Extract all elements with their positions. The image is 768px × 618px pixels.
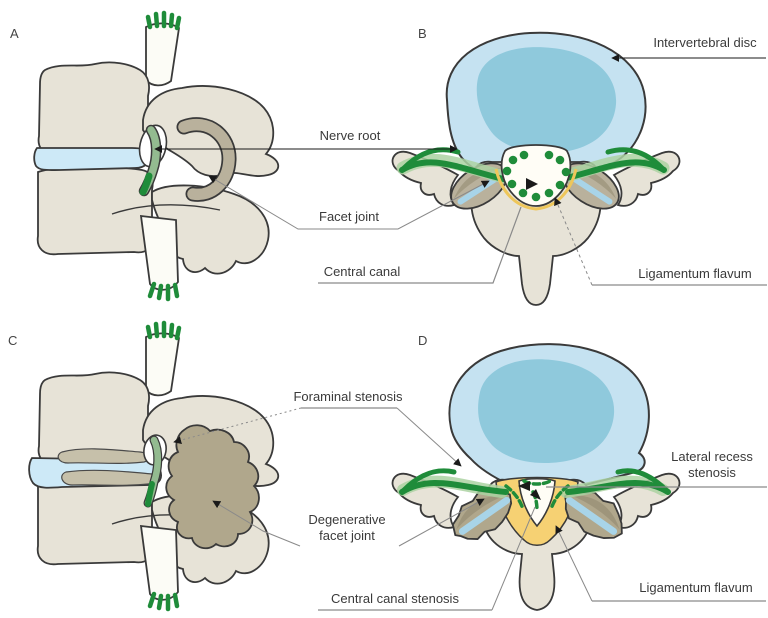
leader-lines <box>154 54 767 611</box>
degenerative-facet-joint-shape <box>165 424 260 550</box>
pinched-nerve-root <box>143 435 163 508</box>
label-lateral-recess-stenosis: Lateral recess stenosis <box>642 449 768 480</box>
label-ligamentum-flavum-d: Ligamentum flavum <box>639 580 753 595</box>
label-foraminal-stenosis: Foraminal stenosis <box>293 389 403 404</box>
osteophyte-lower <box>61 469 158 486</box>
panel-c-lateral-degenerative <box>28 323 278 609</box>
ligamentum-flavum-line <box>494 168 578 211</box>
central-canal-shape <box>500 144 572 207</box>
compression-arrow-left <box>518 481 530 491</box>
panel-letter-c: C <box>8 333 18 348</box>
label-central-canal: Central canal <box>323 264 401 279</box>
label-nerve-root: Nerve root <box>319 128 381 143</box>
label-ligamentum-flavum-b: Ligamentum flavum <box>638 266 752 281</box>
facet-joint-crescent <box>176 117 237 202</box>
osteophyte-upper <box>57 448 150 464</box>
label-degenerative-facet-joint: Degenerative facet joint <box>287 512 407 543</box>
label-degenerative-facet-line2: facet joint <box>319 527 375 543</box>
compression-arrow-center <box>530 489 541 500</box>
vertebral-arch <box>470 160 602 306</box>
label-central-canal-stenosis: Central canal stenosis <box>331 591 459 606</box>
panel-letter-a: A <box>10 26 19 41</box>
label-lateral-recess-line2: stenosis <box>688 464 736 480</box>
panel-letter-b: B <box>418 26 427 41</box>
nerve-root-shape <box>138 124 162 197</box>
disc-nucleus <box>476 47 617 154</box>
intervertebral-disc-lateral <box>33 147 150 171</box>
panel-a-lateral-normal <box>33 13 278 299</box>
disc-nucleus-d <box>478 359 615 464</box>
panel-d-axial-stenosis <box>391 343 681 611</box>
panel-letter-d: D <box>418 333 428 348</box>
label-facet-joint: Facet joint <box>319 209 379 224</box>
cauda-equina-dots <box>502 150 571 202</box>
label-degenerative-facet-line1: Degenerative <box>308 512 386 527</box>
panel-b-axial-normal <box>391 31 681 306</box>
label-lateral-recess-line1: Lateral recess <box>671 449 753 464</box>
label-intervertebral-disc: Intervertebral disc <box>653 35 757 50</box>
canal-arrow <box>526 178 538 190</box>
